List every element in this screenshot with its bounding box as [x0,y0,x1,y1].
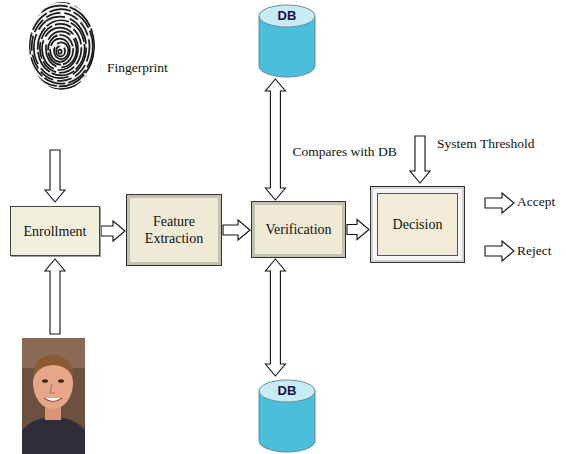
cylinder-top [259,5,315,27]
node-text: Decision [393,216,443,233]
fingerprint-ridge [13,0,109,100]
photo-hair [33,355,73,380]
block-arrow [485,193,514,213]
database-cylinder: DB [258,377,316,453]
fingerprint-ridge [50,39,70,62]
fingerprint-image [9,0,110,103]
edge-label: Compares with DB [291,144,397,160]
fingerprint-ridge [58,50,61,54]
fingerprint-ridge [9,0,110,103]
node-text: Enrollment [24,223,87,240]
fingerprint-ridge [24,2,98,89]
fingerprint-ridge [38,20,85,75]
fingerprint-ridge [54,42,68,59]
fingerprint-ridge [40,24,81,73]
fingerprint-ridge [32,13,90,81]
photo-smile [44,398,62,402]
face-photo [22,338,85,454]
process-box: Enrollment [10,206,100,256]
fingerprint-ridge [21,0,101,92]
cylinder-top [259,380,315,402]
node-text: DB [278,9,297,23]
fingerprint-ridge [18,0,103,95]
fingerprint-ridge [15,0,105,97]
connector-arrow [347,220,369,240]
connector-arrow [101,221,125,241]
node-text: Verification [265,221,331,238]
connector-arrow [223,220,250,240]
fingerprint-ridge [56,46,65,56]
database-cylinder: DB [258,2,316,78]
image-label: Fingerprint [106,60,169,76]
process-box: Feature Extraction [126,194,222,266]
fingerprint-ridge [30,9,93,83]
connector-arrow [265,259,285,376]
photo-ground [22,338,85,454]
fingerprint-ridge [42,28,78,70]
node-text: Feature Extraction [127,213,221,247]
outcome-label: Accept [516,194,556,210]
process-box: Verification [251,201,346,258]
connector-arrow [265,79,285,200]
photo-shirt [22,418,85,454]
photo-eye [58,379,64,383]
photo-eye [42,379,48,383]
fingerprint-ridge [48,35,73,65]
outcome-label: Reject [516,243,552,259]
input-label: System Threshold [436,136,536,152]
fingerprint-ground [25,0,100,92]
fingerprint-ridge [26,6,95,87]
node-text: DB [278,384,297,398]
block-arrow [45,150,65,202]
fingerprint-ridge [34,17,86,79]
fingerprint-ridge [46,31,77,67]
block-arrow [485,241,514,261]
block-arrow [410,136,430,183]
photo-nose [50,384,55,393]
block-arrow [45,259,65,334]
decision-box: Decision [370,186,465,263]
